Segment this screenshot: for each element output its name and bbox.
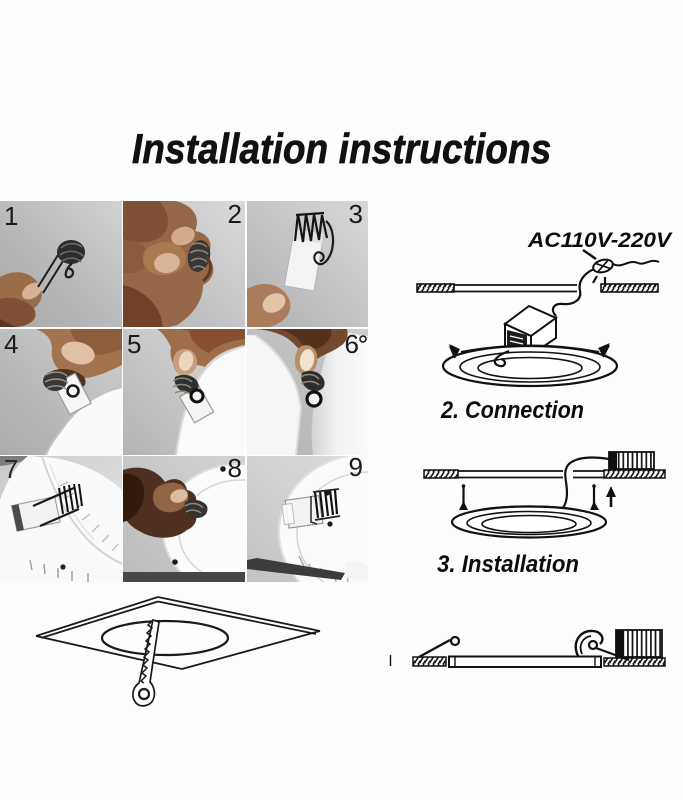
svg-text:6: 6 xyxy=(345,329,359,359)
svg-text:2. Connection: 2. Connection xyxy=(440,397,584,424)
svg-text:2: 2 xyxy=(228,201,242,229)
svg-text:5: 5 xyxy=(127,329,141,359)
svg-text:4: 4 xyxy=(4,329,18,359)
svg-text:1: 1 xyxy=(4,201,18,231)
svg-text:AC110V-220V: AC110V-220V xyxy=(527,228,673,252)
svg-text:3. Installation: 3. Installation xyxy=(437,551,579,578)
svg-text:3: 3 xyxy=(349,201,363,229)
svg-text:7: 7 xyxy=(4,456,18,484)
svg-text:8: 8 xyxy=(228,456,242,483)
svg-text:9: 9 xyxy=(349,456,363,482)
